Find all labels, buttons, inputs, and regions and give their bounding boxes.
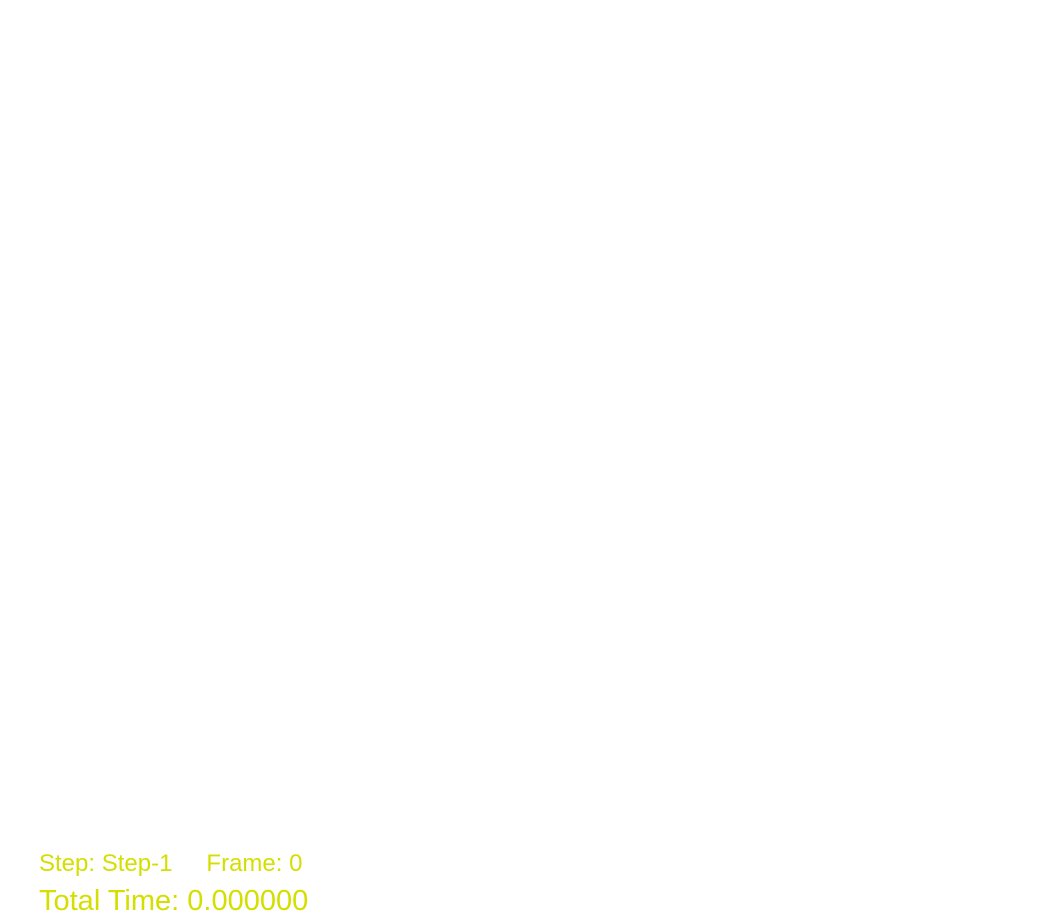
step-label: Step: Step-1 [39,850,173,877]
status-overlay: Step: Step-1 Frame: 0 Total Time: 0.00000… [39,848,308,920]
step-frame-row: Step: Step-1 Frame: 0 [39,848,308,880]
frame-label: Frame: 0 [206,850,303,877]
total-time-label: Total Time: 0.000000 [39,885,309,917]
